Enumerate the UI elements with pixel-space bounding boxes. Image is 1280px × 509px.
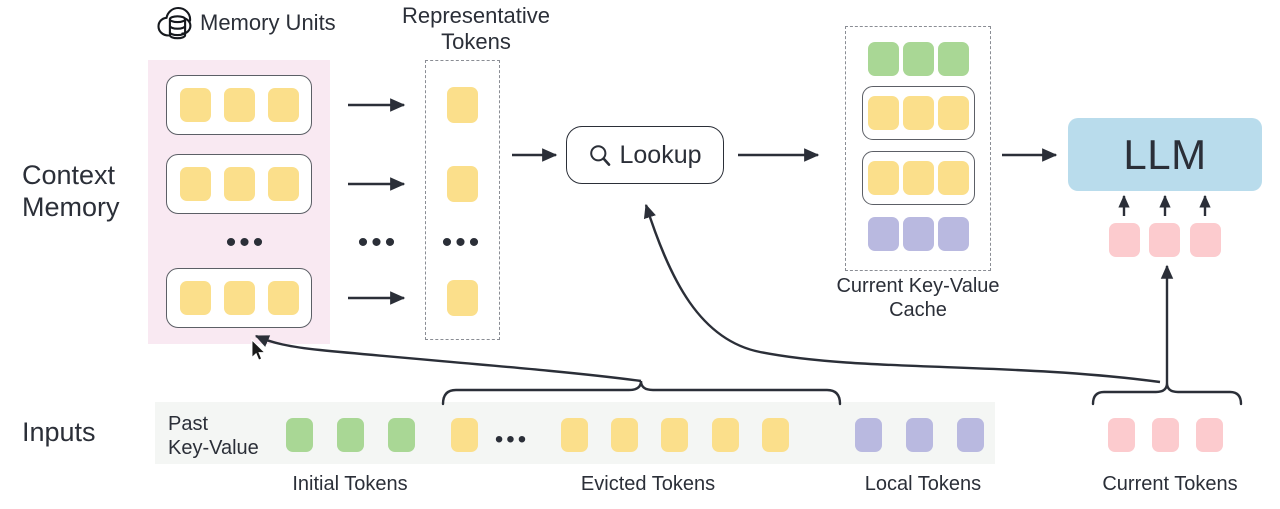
input-token-evicted [561, 418, 588, 452]
kv-cache-token [903, 42, 934, 76]
past-key-value-label: Past Key-Value [168, 413, 259, 459]
caption-evicted-tokens: Evicted Tokens [580, 473, 716, 495]
representative-token [447, 87, 478, 123]
input-token-current [1152, 418, 1179, 452]
representative-token [447, 166, 478, 202]
kv-cache-token [868, 161, 899, 195]
memory-token [224, 167, 255, 201]
caption-initial-tokens: Initial Tokens [292, 473, 408, 495]
memory-units-heading: Memory Units [200, 10, 336, 35]
llm-input-token [1109, 223, 1140, 257]
kv-cache-token [938, 42, 969, 76]
llm-input-token [1149, 223, 1180, 257]
representative-token [447, 280, 478, 316]
kv-cache-token [938, 217, 969, 251]
input-token-evicted [762, 418, 789, 452]
search-icon [588, 143, 612, 167]
lookup-button[interactable]: Lookup [566, 126, 724, 184]
representative-tokens-heading: Representative Tokens [402, 3, 550, 54]
current-kv-cache-caption: Current Key-Value Cache [836, 275, 1000, 321]
memory-token [224, 88, 255, 122]
input-token-initial [337, 418, 364, 452]
memory-token [180, 167, 211, 201]
input-token-evicted [611, 418, 638, 452]
representative-tokens-ellipsis: ••• [441, 226, 483, 259]
lookup-label: Lookup [619, 140, 702, 169]
context-memory-ellipsis: ••• [225, 226, 267, 259]
input-token-current [1196, 418, 1223, 452]
input-token-local [855, 418, 882, 452]
input-token-evicted [451, 418, 478, 452]
memory-token [268, 88, 299, 122]
kv-cache-token [938, 161, 969, 195]
memory-token [268, 281, 299, 315]
brace-current-tokens [1091, 382, 1243, 406]
kv-cache-token [868, 42, 899, 76]
caption-local-tokens: Local Tokens [864, 473, 982, 495]
memory-token [180, 88, 211, 122]
row-label-context-memory: Context Memory [22, 160, 120, 222]
between-columns-ellipsis: ••• [357, 226, 399, 259]
inputs-ellipsis: ••• [494, 426, 530, 453]
input-token-local [906, 418, 933, 452]
llm-box[interactable]: LLM [1068, 118, 1262, 191]
kv-cache-token [903, 217, 934, 251]
memory-token [180, 281, 211, 315]
memory-token [224, 281, 255, 315]
brace-evicted-tokens [441, 380, 842, 406]
kv-cache-token [938, 96, 969, 130]
kv-cache-token [868, 217, 899, 251]
llm-input-token [1190, 223, 1221, 257]
row-label-inputs: Inputs [22, 417, 96, 447]
input-token-current [1108, 418, 1135, 452]
input-token-local [957, 418, 984, 452]
input-token-evicted [712, 418, 739, 452]
mouse-cursor [251, 338, 267, 363]
memory-token [268, 167, 299, 201]
cloud-database-icon [156, 4, 198, 42]
input-token-initial [388, 418, 415, 452]
kv-cache-token [868, 96, 899, 130]
caption-current-tokens: Current Tokens [1102, 473, 1238, 495]
input-token-evicted [661, 418, 688, 452]
kv-cache-token [903, 161, 934, 195]
kv-cache-token [903, 96, 934, 130]
input-token-initial [286, 418, 313, 452]
